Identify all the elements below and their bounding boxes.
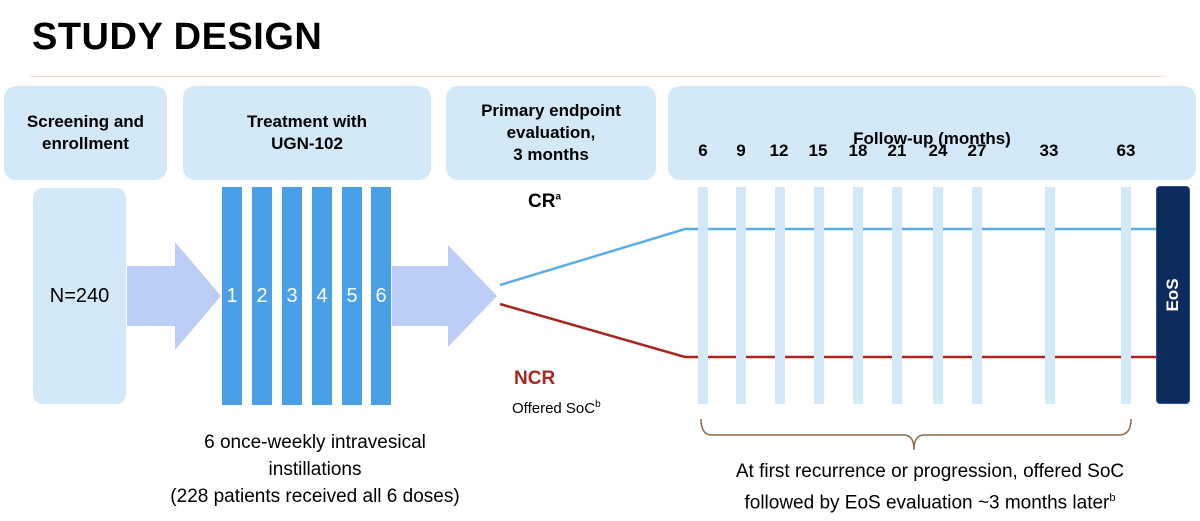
title-divider — [30, 76, 1165, 77]
dose-bar: 2 — [252, 187, 272, 405]
cr-line — [499, 227, 1156, 287]
followup-brace — [700, 418, 1132, 451]
month-label: 63 — [1116, 141, 1136, 160]
followup-visit-bar — [892, 187, 902, 404]
dose-bar: 5 — [342, 187, 362, 405]
followup-visit-bar — [1045, 187, 1055, 404]
month-label: 21 — [887, 141, 907, 160]
ncr-label: NCR — [514, 368, 556, 389]
followup-visit-bar — [814, 187, 824, 404]
treatment-note: 6 once-weekly intravesical instillations… — [170, 432, 460, 507]
month-label: 33 — [1039, 141, 1059, 160]
header-primary-endpoint: Primary endpoint evaluation, 3 months — [446, 86, 656, 180]
followup-visit-bar — [972, 187, 982, 404]
followup-visit-bar — [736, 187, 746, 404]
ncr-note: Offered SoCb — [512, 399, 601, 417]
month-label: 18 — [848, 141, 868, 160]
eos-label: EoS — [1163, 278, 1182, 312]
followup-visit-bar — [933, 187, 943, 404]
header-screening: Screening and enrollment — [4, 86, 167, 180]
month-label: 9 — [736, 141, 746, 160]
arrow-to-evaluation — [392, 245, 497, 347]
arrow-to-treatment — [127, 242, 221, 350]
dose-bar: 6 — [371, 187, 391, 405]
header-followup: Follow-up (months) — [668, 86, 1196, 180]
dose-bar: 4 — [312, 187, 332, 405]
dose-bar: 3 — [282, 187, 302, 405]
month-label: 24 — [928, 141, 948, 160]
cr-label: CRa — [528, 191, 562, 212]
followup-visit-bar — [698, 187, 708, 404]
followup-visit-bar — [853, 187, 863, 404]
dose-bar: 1 — [222, 187, 242, 405]
month-label: 6 — [698, 141, 708, 160]
followup-title: Follow-up (months) — [853, 129, 1011, 148]
header-treatment: Treatment with UGN-102 — [183, 86, 431, 180]
page-title: STUDY DESIGN — [32, 16, 323, 58]
month-label: 12 — [769, 141, 789, 160]
followup-note: At first recurrence or progression, offe… — [735, 461, 1125, 514]
ncr-line — [499, 302, 1156, 359]
eos-bar: EoS — [1156, 186, 1190, 404]
followup-visit-bar — [775, 187, 785, 404]
followup-visit-bar — [1121, 187, 1131, 404]
month-label: 15 — [808, 141, 828, 160]
enrollment-count-box: N=240 — [33, 188, 126, 404]
month-label: 27 — [967, 141, 987, 160]
